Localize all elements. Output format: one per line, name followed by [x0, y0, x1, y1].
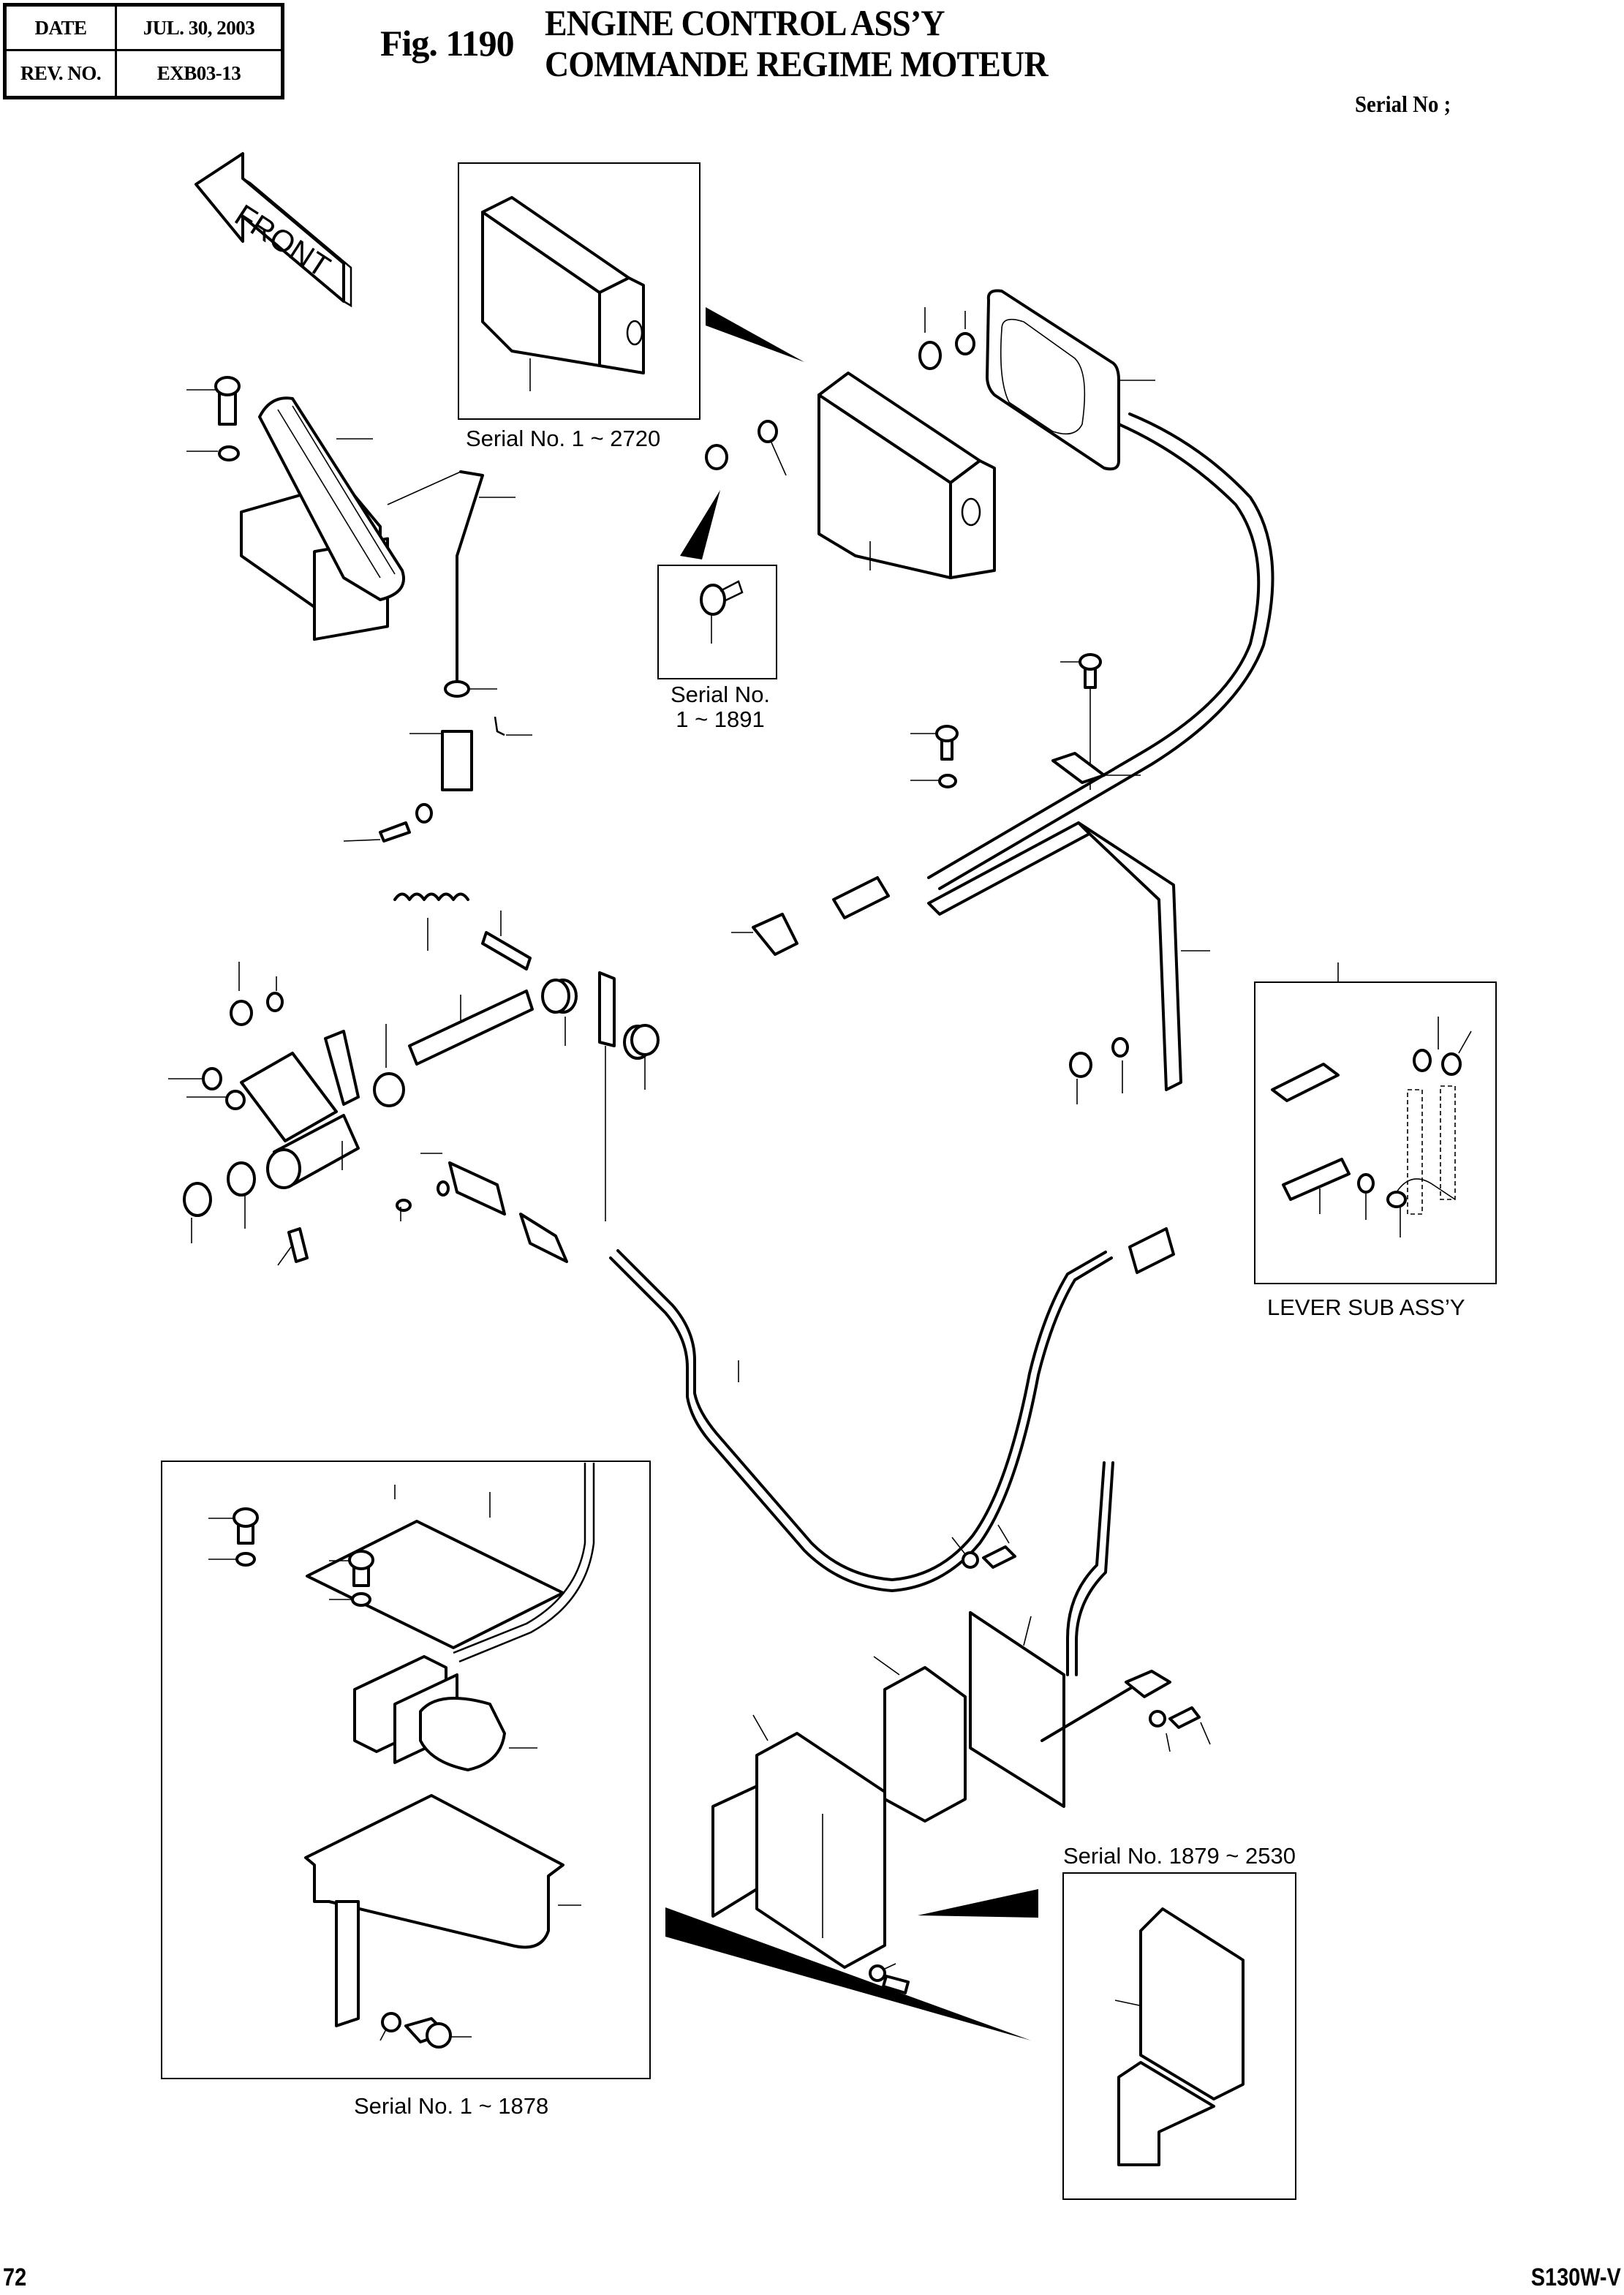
cable-clamp-bolts: [910, 653, 1141, 790]
model-number: S130W-V: [1530, 2264, 1621, 2291]
title-english: ENGINE CONTROL ASS’Y: [545, 2, 945, 43]
figure-number: Fig. 1190: [380, 23, 515, 64]
bolt-washer-top: [918, 307, 975, 370]
lever-arm: [240, 1030, 360, 1189]
pedal-bolt-washer: [186, 376, 241, 461]
actuator-assembly: [711, 1461, 1211, 1994]
inset-caption-bolt-line1: Serial No.: [670, 682, 771, 707]
inset-bolt-early: [657, 565, 777, 679]
date-value: JUL. 30, 2003: [115, 7, 281, 51]
cable-bracket: [927, 821, 1210, 1104]
inset-caption-motor-box-early: Serial No. 1 ~ 1878: [354, 2093, 549, 2119]
inset-cover-mid: [1062, 1872, 1296, 2200]
inset-caption-cover-mid: Serial No. 1879 ~ 2530: [1063, 1843, 1296, 1869]
pointer-wedge: [918, 1889, 1038, 1918]
cover-assembly: [817, 372, 996, 579]
front-direction-arrow: FRONT: [194, 152, 352, 308]
throttle-cable: [519, 1213, 1175, 1592]
pedal-rod: [387, 470, 515, 682]
inset-lever-sub-assy: [1254, 962, 1497, 1284]
inset-caption-bolt-line2: 1 ~ 1891: [676, 706, 765, 733]
inset-caption-cover-early: Serial No. 1 ~ 2720: [466, 426, 661, 451]
pointer-wedge: [665, 1907, 1031, 2040]
inset-motor-box-early: [161, 1461, 651, 2079]
lever-fasteners: [168, 962, 309, 1266]
threaded-pin: [481, 911, 532, 971]
key-switch-plate: [986, 289, 1155, 471]
inset-caption-lever-sub-assy: LEVER SUB ASS’Y: [1267, 1295, 1465, 1320]
spring: [393, 892, 469, 951]
bolt-washer-cover: [705, 420, 787, 476]
rod-nut-clevis: [343, 680, 532, 843]
rev-value: EXB03-13: [115, 51, 281, 96]
rev-label: REV. NO.: [20, 62, 102, 84]
upper-cable: [731, 412, 1274, 956]
inset-cover-early: [458, 162, 700, 420]
shaft-nuts: [541, 971, 660, 1221]
serial-number-label: Serial No ;: [1355, 91, 1451, 117]
clevis-link: [396, 1153, 506, 1221]
revision-table: DATE JUL. 30, 2003 REV. NO. EXB03-13: [3, 3, 284, 99]
inset-caption-bolt-early: Serial No. 1 ~ 1891: [662, 682, 779, 732]
accelerator-pedal: [240, 396, 405, 641]
page-number: 72: [3, 2264, 27, 2291]
date-label: DATE: [7, 7, 115, 51]
pointer-wedge: [706, 307, 804, 362]
title-french: COMMANDE REGIME MOTEUR: [545, 43, 1049, 84]
pointer-wedge: [680, 490, 720, 559]
